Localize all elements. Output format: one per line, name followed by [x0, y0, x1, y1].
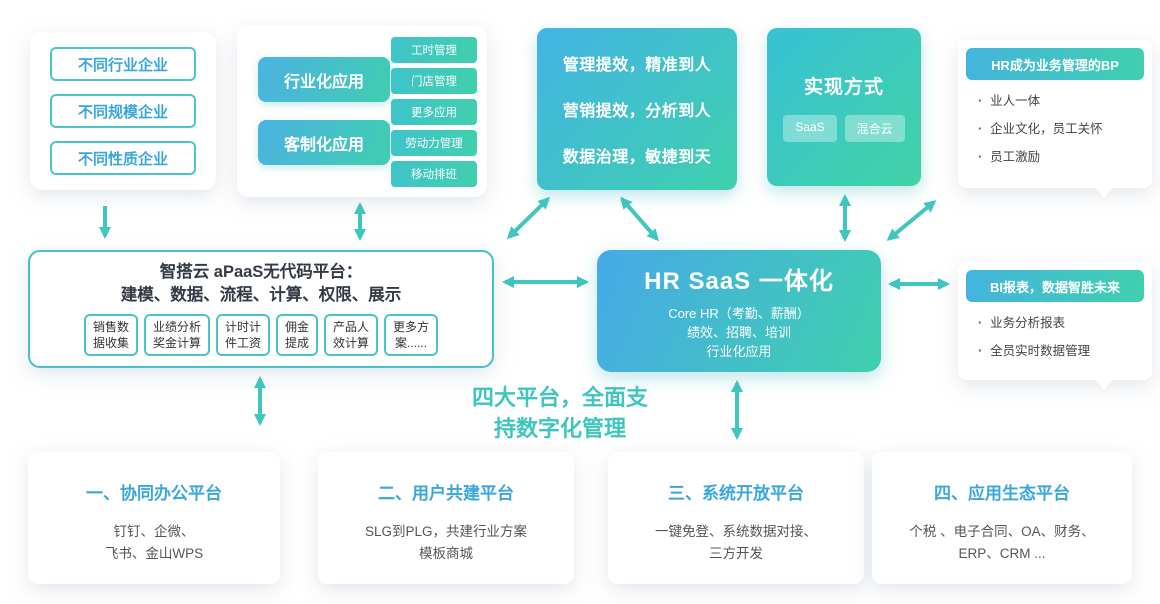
module-commission: 佣金 提成	[276, 314, 319, 356]
hr-bp-title: HR成为业务管理的BP	[966, 48, 1144, 80]
app-tag-scheduling: 移动排班	[391, 161, 477, 187]
benefit-line: 数据治理，敏捷到天	[562, 149, 712, 166]
hr-saas-line-modules: 绩效、招聘、培训	[686, 325, 791, 340]
implementation-card: 实现方式 SaaS 混合云	[767, 28, 921, 186]
hr-saas-line-industry: 行业化应用	[706, 344, 772, 359]
benefit-line: 营销提效，分析到人	[562, 103, 712, 120]
app-tag-more: 更多应用	[391, 99, 477, 125]
apaas-title-line1: 智搭云 aPaaS无代码平台：	[159, 263, 363, 281]
bi-title: BI报表，数据智胜未来	[966, 270, 1144, 302]
caption-line1: 四大平台，全面支	[471, 385, 648, 410]
bi-item: 全员实时数据管理	[978, 340, 1140, 359]
hr-saas-title: HR SaaS 一体化	[644, 268, 834, 295]
bubble-tail	[1093, 378, 1114, 390]
platform-desc: 一键免登、系统数据对接、 三方开发	[655, 524, 817, 561]
platform-card-collaboration: 一、协同办公平台 钉钉、企微、 飞书、金山WPS	[28, 452, 280, 584]
platform-card-open-system: 三、系统开放平台 一键免登、系统数据对接、 三方开发	[608, 452, 864, 584]
platform-title: 一、协同办公平台	[86, 484, 222, 503]
app-tags-list: 工时管理 门店管理 更多应用 劳动力管理 移动排班	[391, 37, 477, 187]
enterprise-type-industry: 不同行业企业	[50, 47, 196, 81]
enterprise-type-nature: 不同性质企业	[50, 141, 196, 175]
hr-bp-card: HR成为业务管理的BP 业人一体 企业文化，员工关怀 员工激励	[958, 40, 1152, 198]
hybrid-cloud-pill: 混合云	[844, 115, 905, 142]
enterprise-type-scale: 不同规模企业	[50, 94, 196, 128]
hr-bp-item: 员工激励	[978, 146, 1140, 165]
platform-desc: 钉钉、企微、 飞书、金山WPS	[104, 524, 204, 561]
module-piecework-pay: 计时计 件工资	[215, 314, 270, 356]
hr-bp-list: 业人一体 企业文化，员工关怀 员工激励	[966, 90, 1144, 165]
bi-report-card: BI报表，数据智胜未来 业务分析报表 全员实时数据管理	[958, 262, 1152, 390]
platform-card-cocreation: 二、用户共建平台 SLG到PLG，共建行业方案 模板商城	[318, 452, 574, 584]
arrow-benefits-to-hrsaas	[620, 196, 659, 242]
arrow-benefits-to-apaas	[506, 196, 551, 240]
platform-title: 二、用户共建平台	[378, 484, 514, 503]
platform-title: 三、系统开放平台	[668, 484, 804, 503]
caption-line2: 持数字化管理	[493, 416, 626, 441]
apaas-modules: 销售数 据收集 业绩分析 奖金计算 计时计 件工资 佣金 提成 产品人 效计算 …	[30, 314, 492, 356]
custom-apps-box: 客制化应用	[258, 120, 390, 165]
platform-desc: SLG到PLG，共建行业方案 模板商城	[364, 524, 528, 561]
bubble-tail	[1093, 186, 1114, 198]
arrow-bp-to-hrsaas	[886, 200, 937, 241]
app-tag-workforce: 劳动力管理	[391, 130, 477, 156]
four-platforms-caption: 四大平台，全面支 持数字化管理	[445, 382, 675, 444]
apaas-platform-card: 智搭云 aPaaS无代码平台： 建模、数据、流程、计算、权限、展示 销售数 据收…	[28, 250, 494, 368]
enterprise-types-card: 不同行业企业 不同规模企业 不同性质企业	[30, 32, 216, 190]
hr-bp-item: 业人一体	[978, 90, 1140, 109]
module-more-solutions: 更多方 案......	[384, 314, 439, 356]
benefit-line: 管理提效，精准到人	[562, 57, 712, 74]
app-tag-worktime: 工时管理	[391, 37, 477, 63]
bi-item: 业务分析报表	[978, 312, 1140, 331]
hr-saas-line-core: Core HR（考勤、薪酬）	[668, 306, 810, 321]
module-sales-data: 销售数 据收集	[83, 314, 138, 356]
hr-bp-item: 企业文化，员工关怀	[978, 118, 1140, 137]
platform-card-ecosystem: 四、应用生态平台 个税 、电子合同、OA、财务、 ERP、CRM ...	[872, 452, 1132, 584]
module-efficiency-calc: 产品人 效计算	[324, 314, 379, 356]
industry-apps-box: 行业化应用	[258, 57, 390, 102]
app-tag-store: 门店管理	[391, 68, 477, 94]
implementation-title: 实现方式	[803, 77, 884, 98]
applications-card: 行业化应用 客制化应用 工时管理 门店管理 更多应用 劳动力管理 移动排班	[237, 25, 487, 197]
benefits-card: 管理提效，精准到人 营销提效，分析到人 数据治理，敏捷到天	[537, 28, 737, 190]
apaas-title-line2: 建模、数据、流程、计算、权限、展示	[120, 286, 402, 304]
hr-saas-card: HR SaaS 一体化 Core HR（考勤、薪酬） 绩效、招聘、培训 行业化应…	[597, 250, 881, 372]
bi-list: 业务分析报表 全员实时数据管理	[966, 312, 1144, 359]
platform-title: 四、应用生态平台	[934, 484, 1070, 503]
module-bonus-calc: 业绩分析 奖金计算	[143, 314, 210, 356]
platform-desc: 个税 、电子合同、OA、财务、 ERP、CRM ...	[909, 524, 1095, 561]
implementation-options: SaaS 混合云	[783, 115, 905, 142]
saas-pill: SaaS	[783, 115, 837, 142]
